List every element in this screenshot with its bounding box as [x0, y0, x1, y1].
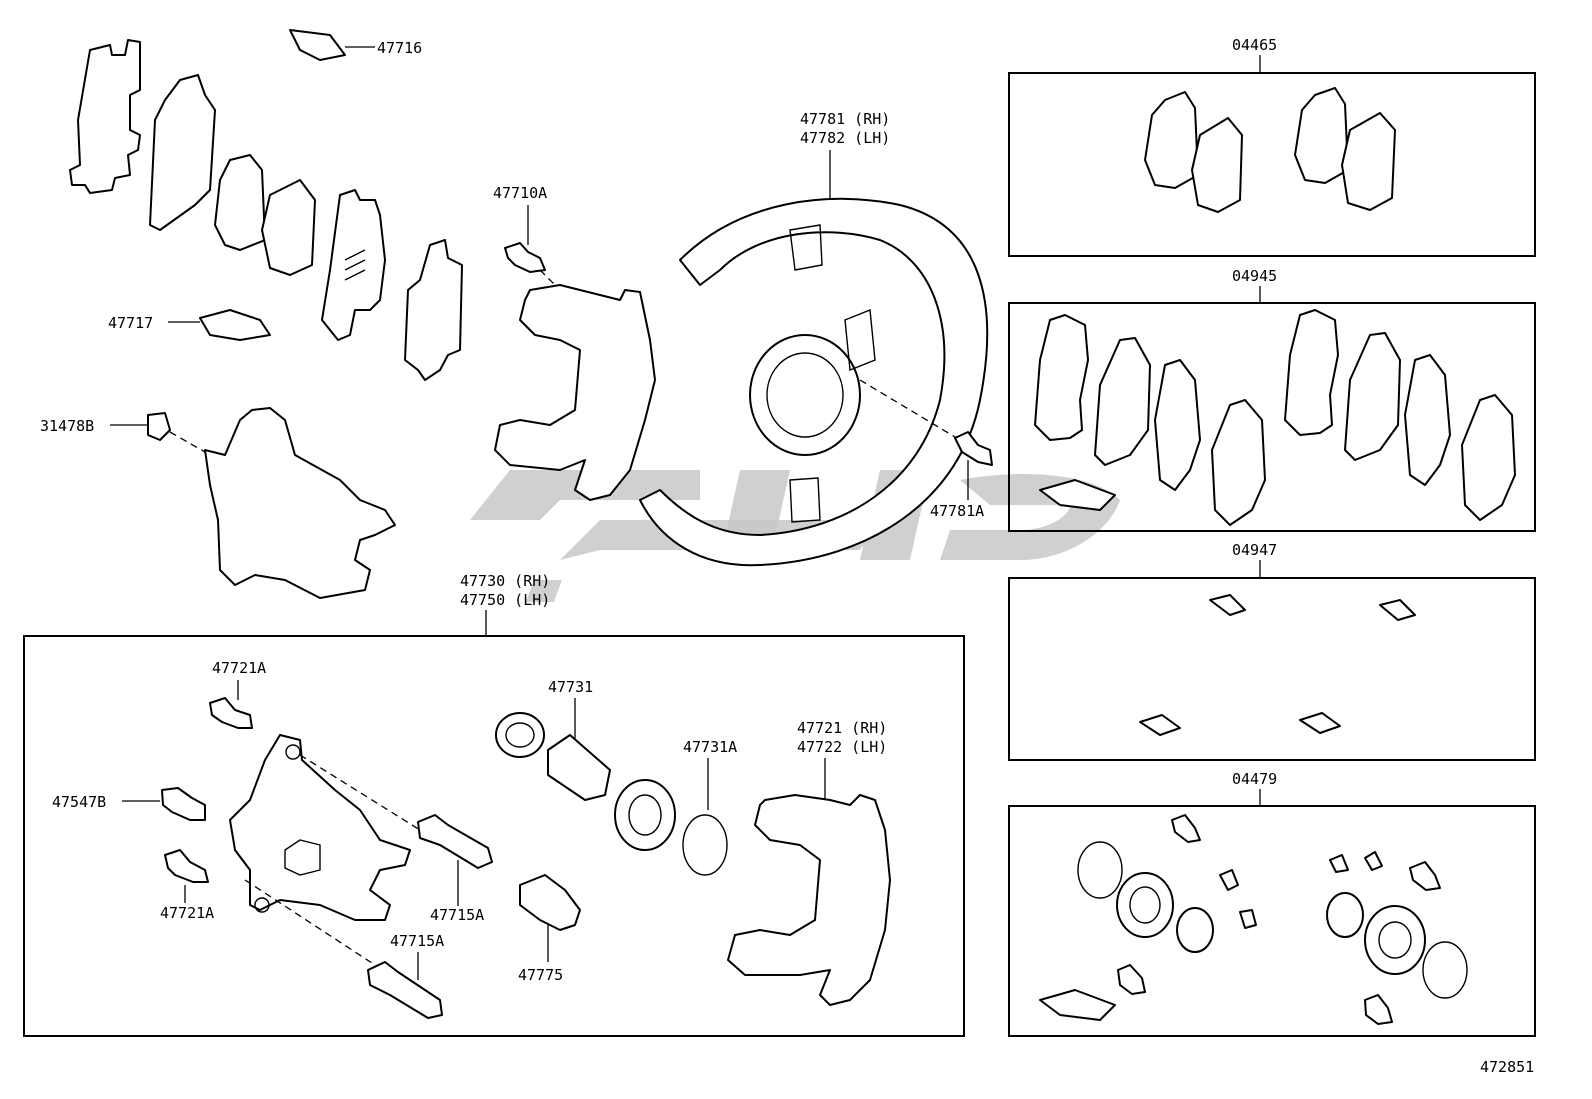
label-47781A: 47781A — [930, 502, 984, 520]
label-47721A-top: 47721A — [212, 659, 266, 677]
bolt-47721A-top — [209, 697, 253, 729]
label-47715A-lower: 47715A — [390, 932, 444, 950]
label-47721-rh: 47721 (RH) — [797, 719, 887, 737]
label-47781-rh: 47781 (RH) — [800, 110, 890, 128]
guide-pin-47715A-upper — [417, 814, 493, 869]
disc-brake-dust-cover — [639, 197, 989, 567]
kit-label-04945: 04945 — [1232, 267, 1277, 285]
bolt-47710A — [504, 242, 546, 273]
label-47750-lh: 47750 (LH) — [460, 591, 550, 609]
label-47715A-upper: 47715A — [430, 906, 484, 924]
label-47547B: 47547B — [52, 793, 106, 811]
bolt-47721A-bottom — [164, 849, 209, 883]
bleeder-47547B — [161, 787, 206, 821]
anti-squeal-shim-kit-04945 — [1034, 309, 1516, 526]
grease-pack-04945 — [1039, 479, 1116, 511]
bleeder-cap — [147, 412, 171, 441]
label-47722-lh: 47722 (LH) — [797, 738, 887, 756]
caliper-mounting-bracket-lower — [727, 794, 891, 1006]
guide-pin-47715A-lower — [367, 961, 443, 1019]
label-47782-lh: 47782 (LH) — [800, 129, 890, 147]
diagram-id: 472851 — [1480, 1058, 1534, 1076]
kit-label-04479: 04479 — [1232, 770, 1277, 788]
kit-label-04465: 04465 — [1232, 36, 1277, 54]
kit-box-04945 — [1008, 302, 1536, 532]
label-47731A: 47731A — [683, 738, 737, 756]
boot-47775 — [519, 874, 581, 931]
label-47716: 47716 — [377, 39, 422, 57]
brake-pad-set-04465 — [1144, 87, 1396, 213]
piston-47731 — [547, 734, 611, 801]
label-31478B: 31478B — [40, 417, 94, 435]
label-47717: 47717 — [108, 314, 153, 332]
label-47731: 47731 — [548, 678, 593, 696]
label-47721A-bottom: 47721A — [160, 904, 214, 922]
bolt-47781A — [954, 431, 993, 466]
kit-box-04947 — [1008, 577, 1536, 761]
kit-box-04479 — [1008, 805, 1536, 1037]
snap-ring-47731A — [682, 814, 728, 876]
caliper-overhaul-kit-04479 — [1039, 814, 1468, 1025]
caliper-assembly-box — [23, 635, 965, 1037]
label-47730-rh: 47730 (RH) — [460, 572, 550, 590]
caliper-cylinder-main — [229, 734, 411, 921]
pad-support-plate-kit-04947 — [1139, 594, 1416, 736]
caliper-cylinder — [204, 407, 396, 599]
pad-shim-set-top — [69, 29, 463, 381]
piston-boot — [614, 779, 676, 851]
label-47775: 47775 — [518, 966, 563, 984]
kit-box-04465 — [1008, 72, 1536, 257]
label-47710A: 47710A — [493, 184, 547, 202]
caliper-mounting-bracket-upper — [494, 284, 656, 501]
piston-seal — [495, 712, 545, 758]
kit-label-04947: 04947 — [1232, 541, 1277, 559]
